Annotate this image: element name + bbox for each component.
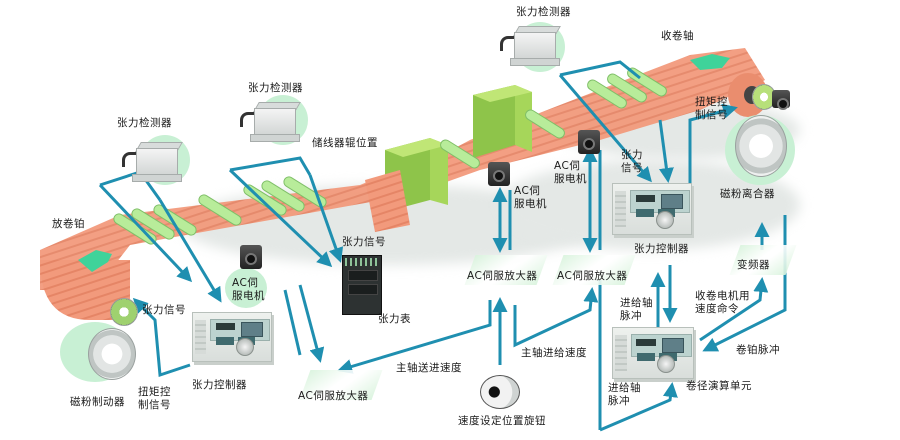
label-ac-servo-motor-3: AC伺 服电机 — [554, 160, 587, 185]
roller-group — [113, 67, 667, 245]
magnetic-brake-device — [88, 328, 136, 380]
label-torque-signal-1: 扭矩控 制信号 — [138, 386, 171, 411]
label-ac-servo-motor-1: AC伺 服电机 — [232, 277, 265, 302]
label-magnetic-brake: 磁粉制动器 — [70, 396, 125, 408]
label-ac-servo-amp-3: AC伺服放大器 — [557, 270, 628, 282]
label-tension-meter: 张力表 — [378, 313, 411, 325]
servo-bubble — [225, 268, 267, 308]
signal-lines — [98, 60, 787, 432]
label-tension-signal-3: 张力 信号 — [621, 149, 643, 174]
tension-detector-2-device — [240, 102, 301, 142]
ac-servo-motor-3-device — [578, 130, 600, 154]
accumulator-loop — [365, 170, 410, 232]
label-tension-controller-1: 张力控制器 — [192, 379, 247, 391]
diameter-unit-device — [612, 327, 694, 379]
unwind-hub — [110, 298, 138, 326]
label-tension-detector-2: 张力检测器 — [248, 82, 303, 94]
direction-arrow-unwind — [78, 250, 112, 272]
tension-detector-3-device — [500, 26, 561, 66]
label-feed-shaft-pulse-2: 进给轴 脉冲 — [608, 382, 641, 407]
label-feed-shaft-pulse-1: 进给轴 脉冲 — [620, 297, 653, 322]
ac-servo-motor-1-device — [240, 245, 262, 269]
tension-controller-1-device — [192, 312, 272, 362]
tension-meter-device — [342, 255, 382, 315]
label-ac-servo-amp-1: AC伺服放大器 — [298, 390, 369, 402]
label-spindle-feed-speed: 主轴进给速度 — [521, 347, 587, 359]
label-tension-controller-2: 张力控制器 — [634, 243, 689, 255]
label-tension-signal-1: 张力信号 — [142, 304, 186, 316]
web-material — [40, 48, 768, 320]
label-tension-detector-3: 张力检测器 — [516, 6, 571, 18]
label-tension-detector-1: 张力检测器 — [117, 117, 172, 129]
label-ac-servo-amp-2: AC伺服放大器 — [467, 270, 538, 282]
label-take-up-shaft: 收卷轴 — [661, 30, 694, 42]
label-winder-speed-cmd: 收卷电机用 速度命令 — [695, 290, 750, 315]
label-winding-pulse: 卷铂脉冲 — [736, 344, 780, 356]
direction-arrow-takeup — [690, 54, 730, 70]
label-tension-signal-2: 张力信号 — [342, 236, 386, 248]
tension-detector-1-device — [122, 142, 183, 182]
takeup-motor-device — [772, 90, 790, 110]
label-inverter: 变频器 — [737, 259, 770, 271]
magnetic-clutch-device — [735, 115, 787, 177]
label-diameter-unit: 卷径演算单元 — [686, 380, 752, 392]
label-speed-knob: 速度设定位置旋钮 — [458, 415, 546, 427]
accumulator-block-2 — [473, 85, 532, 158]
label-accumulator-position: 储线器辊位置 — [312, 137, 378, 149]
speed-knob-device — [480, 375, 520, 409]
label-magnetic-clutch: 磁粉离合器 — [720, 188, 775, 200]
label-main-feed-speed: 主轴送进速度 — [396, 362, 462, 374]
ac-servo-motor-2-device — [488, 162, 510, 186]
tension-controller-2-device — [612, 183, 692, 235]
label-unwind-shaft: 放卷铂 — [52, 218, 85, 230]
label-torque-signal-2: 扭矩控 制信号 — [695, 96, 728, 121]
label-ac-servo-motor-2: AC伺 服电机 — [514, 185, 547, 210]
